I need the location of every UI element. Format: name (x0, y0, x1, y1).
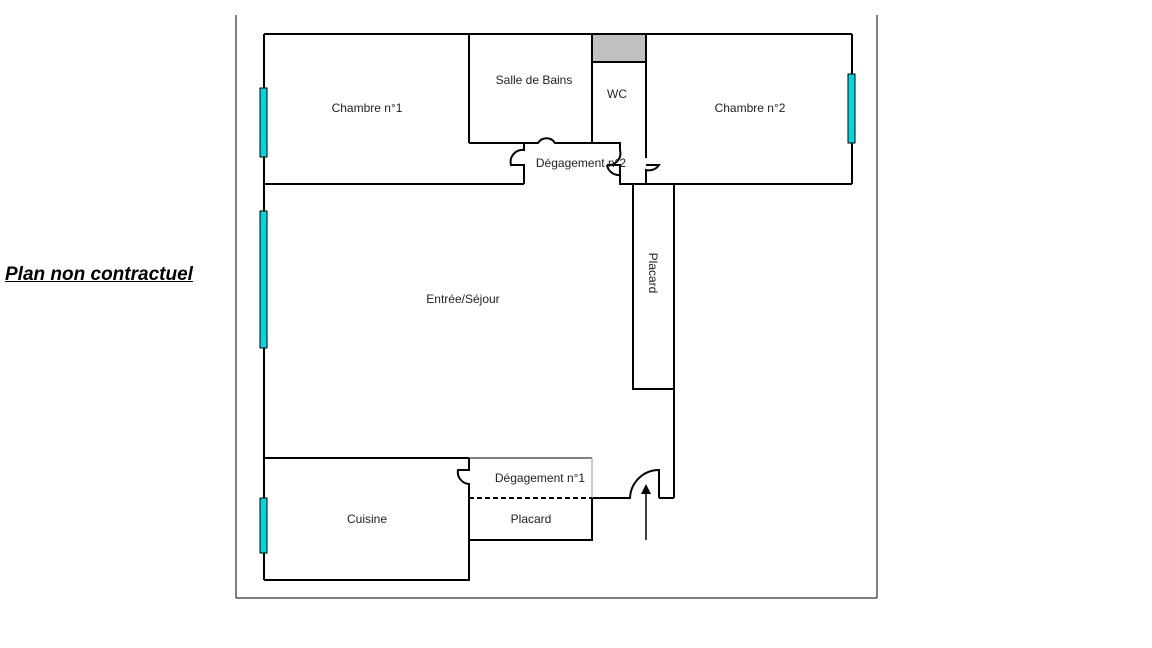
room-label-placard-vertical: Placard (646, 253, 660, 294)
room-label-degagement1: Dégagement n°1 (495, 471, 586, 485)
room-label-wc: WC (607, 87, 627, 101)
room-label-cuisine: Cuisine (347, 512, 387, 526)
room-label-chambre1: Chambre n°1 (332, 101, 403, 115)
room-label-placard-bas: Placard (511, 512, 552, 526)
wc-duct (592, 34, 646, 62)
windows (259, 73, 856, 554)
page-frame (235, 15, 878, 599)
room-label-sejour: Entrée/Séjour (426, 292, 499, 306)
room-label-degagement2: Dégagement n°2 (536, 156, 627, 170)
room-label-chambre2: Chambre n°2 (715, 101, 786, 115)
entrance-arrow-icon (641, 484, 651, 540)
window-sejour (259, 210, 268, 349)
room-label-salle-de-bains: Salle de Bains (496, 73, 573, 87)
window-chambre1 (259, 87, 268, 158)
window-chambre2 (847, 73, 856, 144)
disclaimer-text: Plan non contractuel (5, 264, 193, 285)
walls (263, 33, 853, 581)
window-cuisine (259, 497, 268, 554)
